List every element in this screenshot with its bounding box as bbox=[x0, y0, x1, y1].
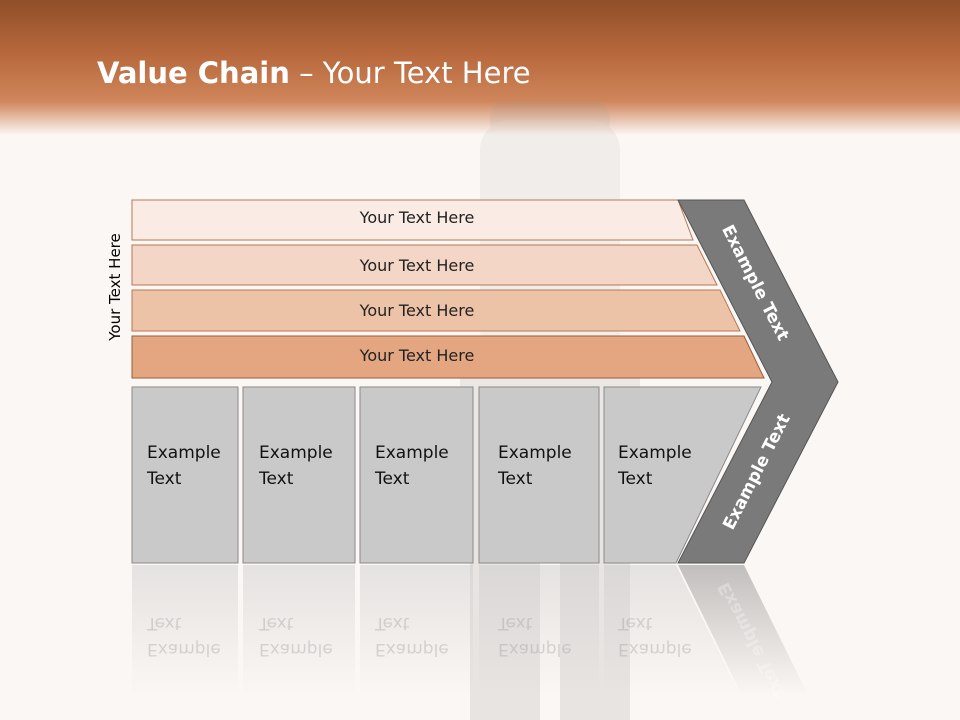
box-2-reflection bbox=[243, 565, 355, 695]
bar-3 bbox=[131, 289, 741, 332]
bar-4-label: Your Text Here bbox=[359, 346, 475, 365]
bar-3-label: Your Text Here bbox=[359, 301, 475, 320]
box-3 bbox=[359, 386, 474, 564]
title-rest: – Your Text Here bbox=[289, 56, 531, 90]
bar-2-label: Your Text Here bbox=[359, 256, 475, 275]
box-5-reflection bbox=[604, 565, 740, 695]
chevron-reflection bbox=[678, 565, 808, 695]
page-title: Value Chain – Your Text Here bbox=[97, 56, 531, 90]
title-bold: Value Chain bbox=[97, 56, 290, 90]
box-5 bbox=[603, 386, 762, 564]
bar-1-label: Your Text Here bbox=[359, 208, 475, 227]
box-4-reflection bbox=[479, 565, 599, 695]
bar-1 bbox=[131, 199, 694, 241]
box-2 bbox=[242, 386, 356, 564]
chevron-arrow bbox=[677, 199, 839, 564]
box-3-reflection bbox=[360, 565, 473, 695]
bar-4 bbox=[131, 335, 765, 379]
bar-2 bbox=[131, 244, 718, 286]
box-1 bbox=[131, 386, 239, 564]
box-4 bbox=[478, 386, 600, 564]
title-banner bbox=[0, 0, 960, 135]
box-1-reflection bbox=[132, 565, 238, 695]
